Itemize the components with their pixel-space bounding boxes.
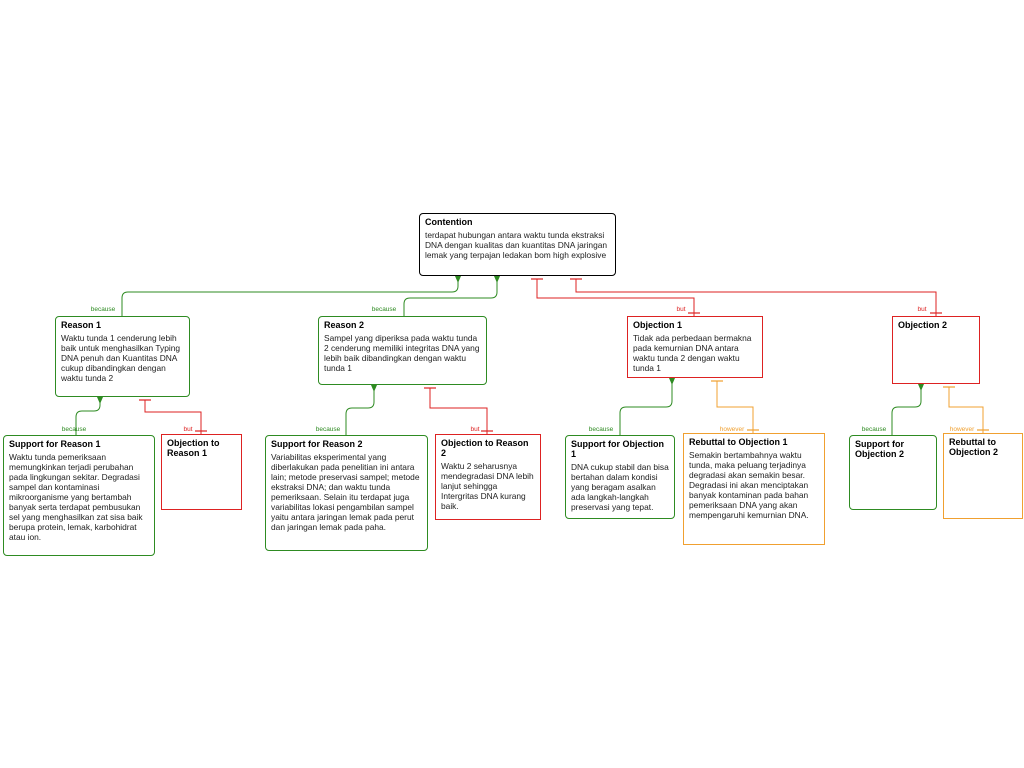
node-title: Rebuttal to Objection 1 <box>689 437 788 447</box>
node-title: Objection 2 <box>898 320 948 330</box>
node-text: Tidak ada perbedaan bermakna pada kemurn… <box>633 333 752 373</box>
link-objection1-support <box>619 378 673 435</box>
arrow-head <box>918 384 924 391</box>
node-title: Support for Objection 2 <box>855 439 905 459</box>
node-text: Waktu tunda 1 cenderung lebih baik untuk… <box>61 333 181 383</box>
node-title: Support for Objection 1 <box>571 439 664 459</box>
link-contention-reason2 <box>403 276 498 316</box>
link-contention-reason1 <box>121 276 459 316</box>
objection-reason2-node[interactable]: Objection to Reason 2 Waktu 2 seharusnya… <box>435 434 541 520</box>
link-label-because: because <box>861 426 887 433</box>
support-reason2-node[interactable]: Support for Reason 2 Variabilitas eksper… <box>265 435 428 551</box>
arrow-head <box>455 276 461 283</box>
node-text: terdapat hubungan antara waktu tunda eks… <box>425 230 608 260</box>
rebuttal-objection1-node[interactable]: Rebuttal to Objection 1 Semakin bertamba… <box>683 433 825 545</box>
link-objection2-contention <box>575 279 937 316</box>
link-label-because: because <box>315 426 341 433</box>
link-label-however: however <box>949 426 975 433</box>
link-label-because: because <box>61 426 87 433</box>
node-title: Reason 1 <box>61 320 102 330</box>
reason2-node[interactable]: Reason 2 Sampel yang diperiksa pada wakt… <box>318 316 487 385</box>
node-title: Objection 1 <box>633 320 683 330</box>
link-label-because: because <box>371 306 397 313</box>
objection2-node[interactable]: Objection 2 <box>892 316 980 384</box>
node-title: Objection to Reason 2 <box>441 438 529 458</box>
node-text: Variabilitas eksperimental yang diberlak… <box>271 452 420 532</box>
objection1-node[interactable]: Objection 1 Tidak ada perbedaan bermakna… <box>627 316 763 378</box>
node-title: Objection to Reason 1 <box>167 438 220 458</box>
link-label-but: but <box>676 306 686 313</box>
arrow-head <box>371 385 377 392</box>
objection-reason1-node[interactable]: Objection to Reason 1 <box>161 434 242 510</box>
reason1-node[interactable]: Reason 1 Waktu tunda 1 cenderung lebih b… <box>55 316 190 397</box>
node-title: Support for Reason 2 <box>271 439 363 449</box>
node-title: Contention <box>425 217 473 227</box>
link-rebuttal-objection2 <box>948 387 984 433</box>
link-objection-reason1 <box>144 400 202 434</box>
link-objection1-contention <box>536 279 695 316</box>
link-label-because: because <box>588 426 614 433</box>
link-rebuttal-objection1 <box>716 381 754 433</box>
node-title: Reason 2 <box>324 320 365 330</box>
node-text: Semakin bertambahnya waktu tunda, maka p… <box>689 450 809 520</box>
link-objection2-support <box>891 384 922 435</box>
support-reason1-node[interactable]: Support for Reason 1 Waktu tunda pemerik… <box>3 435 155 556</box>
node-title: Rebuttal to Objection 2 <box>949 437 999 457</box>
contention-node[interactable]: Contention terdapat hubungan antara wakt… <box>419 213 616 276</box>
link-label-because: because <box>90 306 116 313</box>
support-objection2-node[interactable]: Support for Objection 2 <box>849 435 937 510</box>
rebuttal-objection2-node[interactable]: Rebuttal to Objection 2 <box>943 433 1023 519</box>
node-text: DNA cukup stabil dan bisa bertahan dalam… <box>571 462 669 512</box>
link-reason1-support <box>75 397 101 435</box>
arrow-head <box>97 397 103 404</box>
node-title: Support for Reason 1 <box>9 439 101 449</box>
link-reason2-support <box>345 385 375 435</box>
link-label-but: but <box>470 426 480 433</box>
arrow-head <box>494 276 500 283</box>
link-objection-reason2 <box>429 388 488 434</box>
link-label-however: however <box>719 426 745 433</box>
link-label-but: but <box>917 306 927 313</box>
support-objection1-node[interactable]: Support for Objection 1 DNA cukup stabil… <box>565 435 675 519</box>
node-text: Waktu tunda pemeriksaan memungkinkan ter… <box>9 452 143 542</box>
node-text: Sampel yang diperiksa pada waktu tunda 2… <box>324 333 480 373</box>
arrow-head <box>669 378 675 385</box>
link-label-but: but <box>183 426 193 433</box>
node-text: Waktu 2 seharusnya mendegradasi DNA lebi… <box>441 461 534 511</box>
